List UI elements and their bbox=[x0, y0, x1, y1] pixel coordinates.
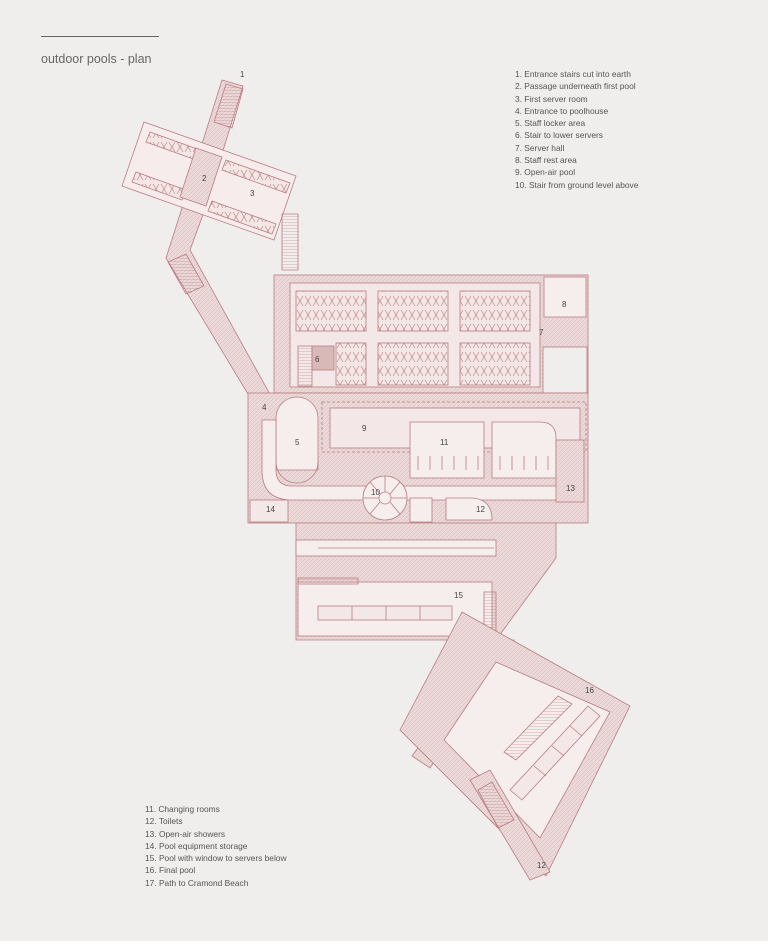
server-rack bbox=[221, 159, 291, 194]
entrance-stair bbox=[213, 83, 244, 129]
beach-path-stair bbox=[477, 781, 515, 829]
plan-label-2: 2 bbox=[202, 174, 207, 183]
plan-label-8: 8 bbox=[562, 300, 567, 309]
plan-labels: 1 2 3 4 5 6 7 8 9 10 11 12 13 14 15 16 1… bbox=[202, 70, 594, 870]
server-block bbox=[459, 342, 531, 386]
plan-label-9: 9 bbox=[362, 424, 367, 433]
legend-top: 1. Entrance stairs cut into earth 2. Pas… bbox=[515, 68, 638, 191]
plan-label-3: 3 bbox=[250, 189, 255, 198]
changing-rooms bbox=[409, 421, 485, 479]
legend-item: 8. Staff rest area bbox=[515, 155, 577, 166]
page-title: outdoor pools - plan bbox=[41, 52, 152, 66]
stair-to-lower-servers bbox=[297, 345, 313, 387]
passage-under-pool bbox=[179, 147, 223, 207]
staff-rest-area bbox=[543, 276, 587, 318]
spiral-stair-treads bbox=[363, 476, 407, 515]
server-rack bbox=[207, 200, 277, 235]
toilets bbox=[445, 497, 493, 521]
plan-label-11: 11 bbox=[440, 438, 449, 447]
server-rack bbox=[131, 171, 187, 201]
plan-label-15: 15 bbox=[454, 591, 463, 600]
legend-item: 9. Open-air pool bbox=[515, 167, 576, 178]
staff-locker-area-lower bbox=[275, 461, 319, 484]
final-pool-step bbox=[503, 695, 573, 761]
toilet bbox=[409, 497, 433, 523]
plan-label-7: 7 bbox=[539, 328, 544, 337]
legend-item: 14. Pool equipment storage bbox=[145, 840, 248, 851]
final-pool-window-mullions bbox=[533, 725, 583, 777]
plan-label-5: 5 bbox=[295, 438, 300, 447]
legend-item: 1. Entrance stairs cut into earth bbox=[515, 69, 631, 79]
open-air-showers bbox=[555, 439, 585, 503]
legend-item: 17. Path to Cramond Beach bbox=[145, 877, 249, 888]
plan-label-1: 1 bbox=[240, 70, 245, 79]
plan-label-12-beach: 12 bbox=[537, 861, 546, 870]
legend-item: 2. Passage underneath first pool bbox=[515, 81, 636, 92]
server-block bbox=[377, 342, 449, 386]
plan-label-4: 4 bbox=[262, 403, 267, 412]
title-rule bbox=[41, 36, 159, 37]
server-block bbox=[459, 290, 531, 332]
plan-label-16: 16 bbox=[585, 686, 594, 695]
legend-item: 3. First server room bbox=[515, 93, 588, 104]
plan-label-6: 6 bbox=[315, 355, 320, 364]
legend-item: 7. Server hall bbox=[515, 142, 565, 153]
entrance-ramp bbox=[165, 79, 273, 405]
server-window-mullions bbox=[351, 606, 421, 620]
pool-step bbox=[297, 577, 359, 585]
server-block bbox=[377, 290, 449, 332]
server-window bbox=[317, 605, 453, 621]
legend-item: 11. Changing rooms bbox=[145, 804, 220, 814]
legend-bottom: 11. Changing rooms 12. Toilets 13. Open-… bbox=[145, 803, 287, 889]
legend-item: 16. Final pool bbox=[145, 865, 196, 876]
legend-item: 15. Pool with window to servers below bbox=[145, 853, 287, 864]
staff-locker-area bbox=[275, 396, 319, 471]
plan-label-10: 10 bbox=[371, 488, 380, 497]
legend-item: 4. Entrance to poolhouse bbox=[515, 105, 609, 116]
pool-equipment-storage bbox=[249, 499, 289, 523]
hall-opening bbox=[542, 346, 588, 394]
legend-item: 12. Toilets bbox=[145, 816, 183, 827]
plan-label-12: 12 bbox=[476, 505, 485, 514]
legend-item: 13. Open-air showers bbox=[145, 828, 226, 839]
server-block bbox=[335, 342, 367, 386]
server-block bbox=[295, 290, 367, 332]
stair-landing bbox=[311, 345, 335, 371]
plan-label-14: 14 bbox=[266, 505, 275, 514]
ramp-stair bbox=[167, 253, 205, 295]
changing-cubicles bbox=[417, 456, 549, 470]
stair-to-hall bbox=[281, 213, 299, 271]
legend-item: 10. Stair from ground level above bbox=[515, 179, 639, 190]
legend-item: 5. Staff locker area bbox=[515, 118, 586, 129]
final-pool-window bbox=[509, 705, 601, 801]
legend-item: 6. Stair to lower servers bbox=[515, 130, 603, 141]
plan-label-13: 13 bbox=[566, 484, 575, 493]
